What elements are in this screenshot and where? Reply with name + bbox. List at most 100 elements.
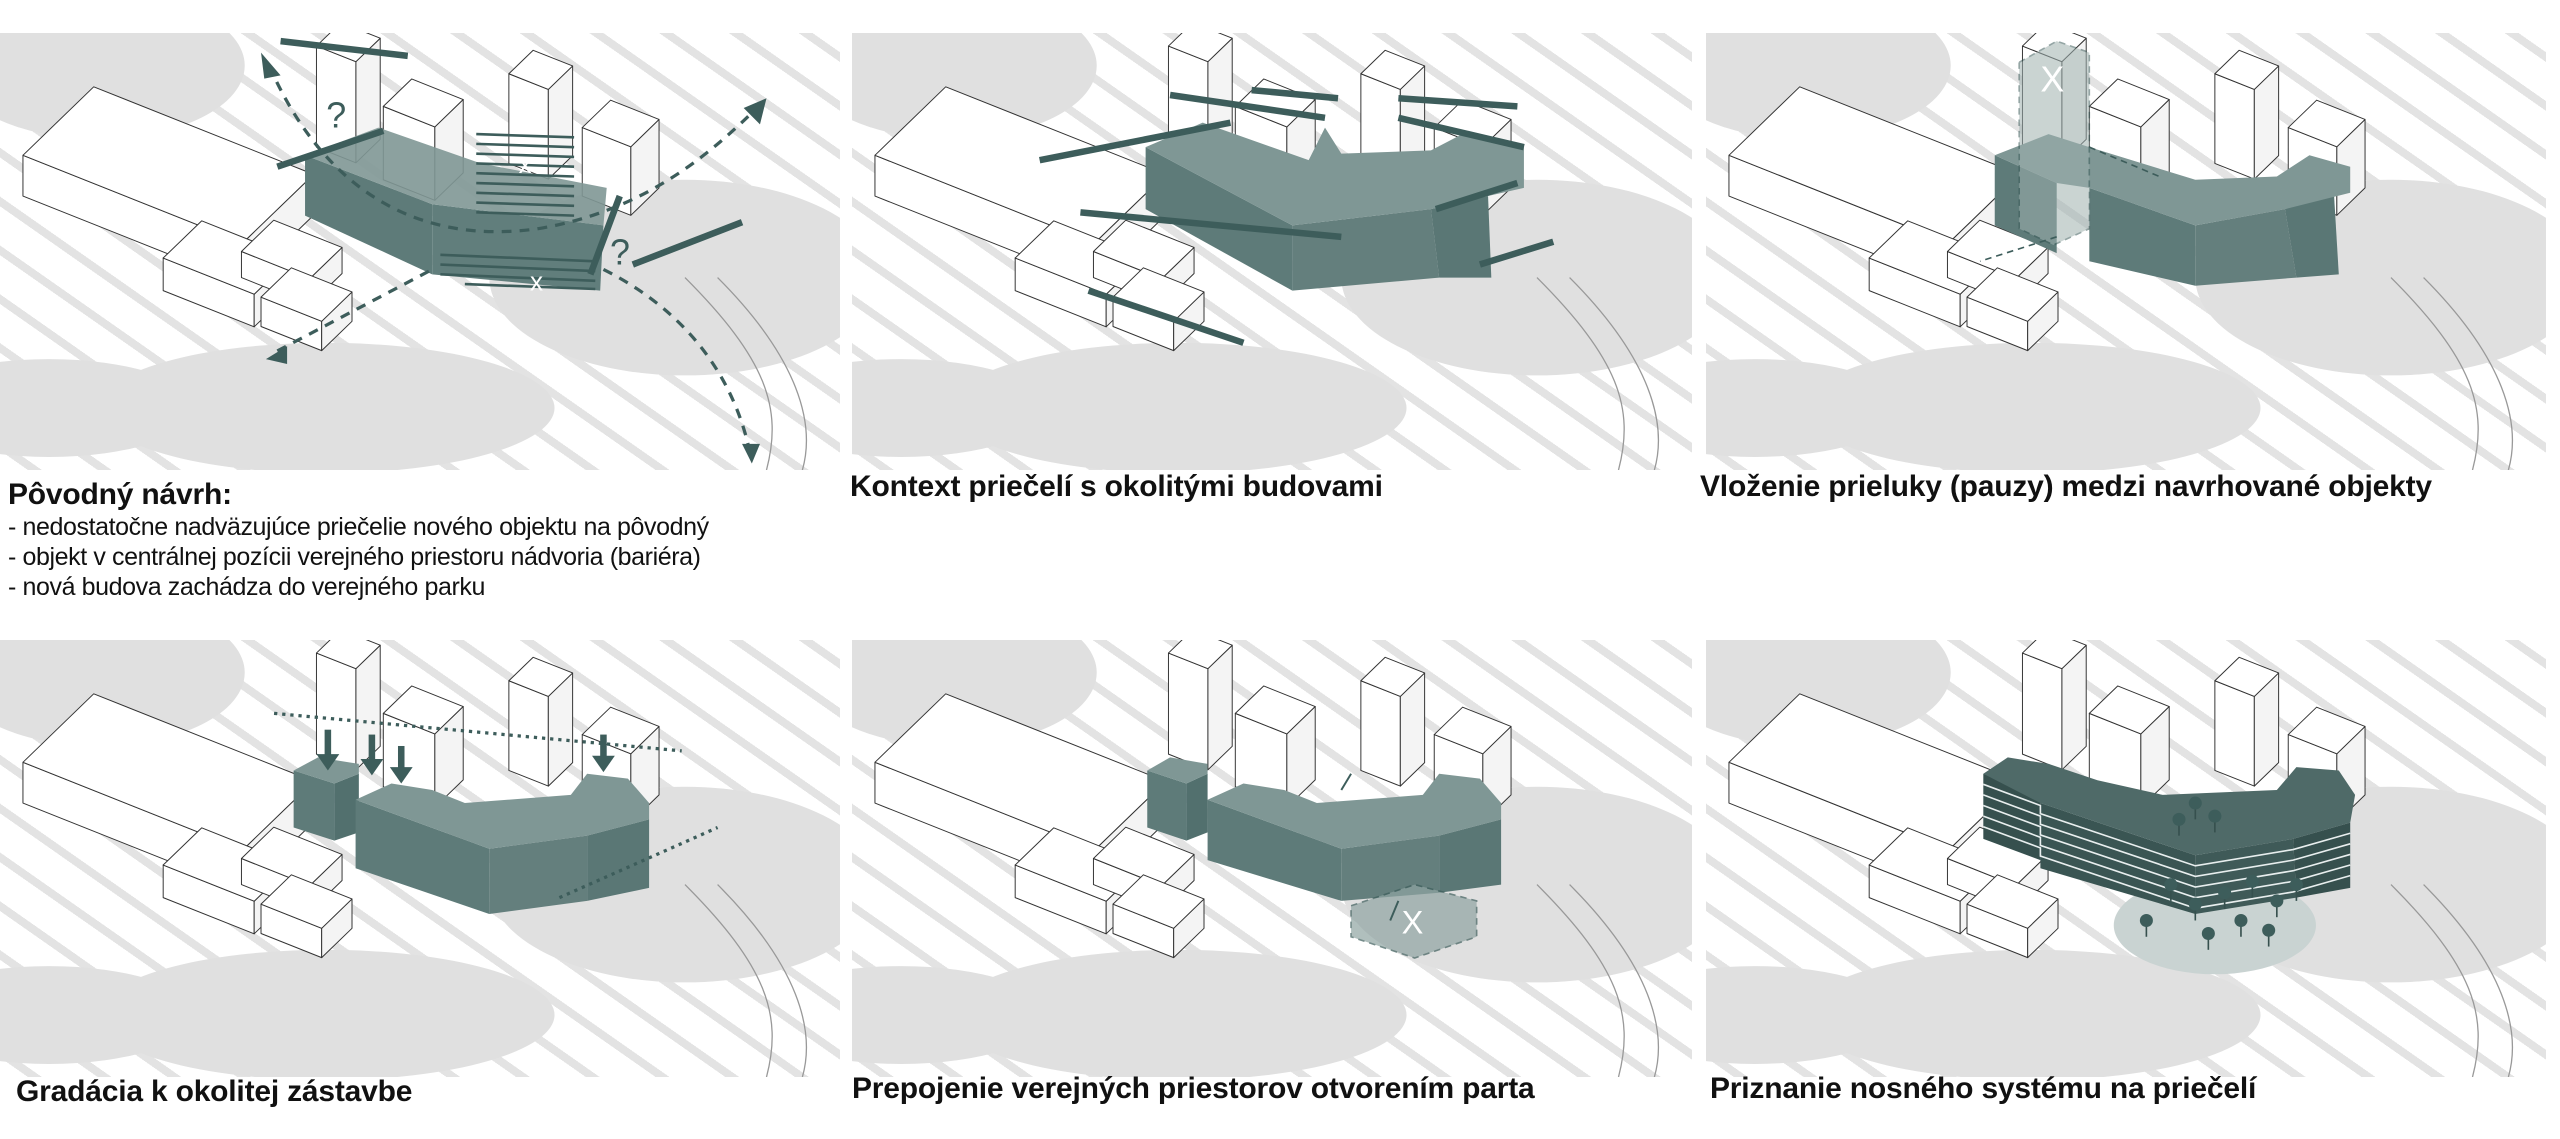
road-edge xyxy=(1536,277,1660,470)
ground-shadow xyxy=(0,33,245,139)
context-building xyxy=(2021,640,2087,771)
ground-shadow xyxy=(950,949,1407,1077)
arrow-head-icon xyxy=(743,98,767,125)
context-building xyxy=(1360,656,1426,787)
bullet-item: - nedostatočne nadväzujúce priečelie nov… xyxy=(8,513,709,541)
floor-slab-lines xyxy=(1983,783,2351,910)
caption-facade-context: Kontext priečelí s okolitými budovami xyxy=(850,470,1383,503)
tree-icon xyxy=(2270,894,2284,908)
bullet-item: - objekt v centrálnej pozícii verejného … xyxy=(8,543,701,571)
axonometric-facade-context xyxy=(852,33,1692,470)
axonometric-original-design: ? ? x x xyxy=(0,33,840,470)
ground-shadow xyxy=(98,949,555,1077)
removed-ground-floor xyxy=(1350,883,1478,959)
road-edge xyxy=(684,884,808,1077)
ground-shadow xyxy=(98,342,555,470)
facade-alignment-lines xyxy=(1039,86,1555,346)
context-building xyxy=(260,267,353,352)
context-building xyxy=(1234,685,1316,808)
tree-icon xyxy=(2245,874,2259,888)
proposed-building xyxy=(1983,757,2356,950)
tree-icon xyxy=(2218,886,2232,900)
road-edge xyxy=(684,277,808,470)
diagram-panel-gap-insertion: X xyxy=(1706,33,2546,470)
ground-shadow xyxy=(1706,640,1951,746)
ground-shadow xyxy=(1804,342,2261,470)
axonometric-structural-system xyxy=(1706,640,2546,1077)
tree-icon xyxy=(2201,926,2215,941)
context-building xyxy=(508,49,574,180)
proposed-building xyxy=(273,711,719,914)
context-building xyxy=(1966,874,2059,959)
diagram-panel-structural-system xyxy=(1706,640,2546,1077)
x-mark-label: x xyxy=(519,149,532,179)
proposed-building xyxy=(1039,86,1555,346)
facade-lines xyxy=(276,37,744,276)
ground-shadow xyxy=(852,966,1048,1064)
tree-icon xyxy=(2289,878,2303,892)
diagram-panel-original-design: ? ? x x xyxy=(0,33,840,470)
arrow-down-icons xyxy=(316,729,615,784)
ground-shadow xyxy=(1706,359,1902,457)
x-mark-label: X xyxy=(2040,60,2064,100)
ground-shadow xyxy=(0,640,245,746)
context-building xyxy=(1966,267,2059,352)
diagram-panel-public-spaces: X xyxy=(852,640,1692,1077)
ground-shadow xyxy=(1706,33,1951,139)
tree-icon xyxy=(2188,897,2202,911)
context-building xyxy=(260,874,353,959)
ground-shadow xyxy=(1706,966,1902,1064)
x-mark-label: x xyxy=(530,267,543,297)
context-building xyxy=(2214,656,2280,787)
ground-shadow xyxy=(852,33,1097,139)
arrow-head-icon xyxy=(742,443,760,464)
caption-public-spaces: Prepojenie verejných priestorov otvorení… xyxy=(852,1072,1535,1105)
context-building xyxy=(382,685,464,808)
tree-icon xyxy=(2234,913,2248,927)
bullet-item: - nová budova zachádza do verejného park… xyxy=(8,573,485,601)
proposed-building: X xyxy=(1147,757,1502,959)
removed-tower xyxy=(2018,40,2091,246)
diagram-panel-facade-context xyxy=(852,33,1692,470)
road-edge xyxy=(2390,277,2514,470)
original-design-description: Pôvodný návrh: - nedostatočne nadväzujúc… xyxy=(8,478,709,602)
proposed-building: X xyxy=(1979,40,2351,286)
caption-original-design: Pôvodný návrh: xyxy=(8,478,232,511)
barrier-hatch xyxy=(440,132,596,291)
axonometric-public-spaces: X xyxy=(852,640,1692,1077)
x-mark-label: X xyxy=(1402,904,1424,941)
trees xyxy=(2139,796,2303,950)
caption-structural-system: Priznanie nosného systému na priečelí xyxy=(1710,1072,2257,1105)
question-mark-label: ? xyxy=(610,233,630,273)
arrow-head-icon xyxy=(261,52,281,79)
caption-gradation: Gradácia k okolitej zástavbe xyxy=(16,1075,413,1108)
tree-icon xyxy=(2188,796,2202,810)
tree-icon xyxy=(2172,812,2186,826)
ground-shadow xyxy=(852,359,1048,457)
ground-shadow xyxy=(0,966,196,1064)
axonometric-gradation xyxy=(0,640,840,1077)
ground-shadow xyxy=(1804,949,2261,1077)
context-building xyxy=(508,656,574,787)
question-mark-label: ? xyxy=(326,96,346,136)
tree-icon xyxy=(2262,923,2276,937)
diagram-panel-gradation xyxy=(0,640,840,1077)
tree-icon xyxy=(2208,809,2222,823)
ground-shadow xyxy=(950,342,1407,470)
ground-shadow xyxy=(0,359,196,457)
tree-icon xyxy=(2164,878,2178,892)
proposed-building: ? ? x x xyxy=(261,37,767,464)
context-building xyxy=(1112,874,1205,959)
road-edge xyxy=(2390,884,2514,1077)
road-edge xyxy=(1536,884,1660,1077)
context-buildings xyxy=(852,640,1692,1077)
arrow-head-icon xyxy=(265,346,288,365)
tree-icon xyxy=(2139,913,2153,927)
ground-shadow xyxy=(852,640,1097,746)
caption-gap-insertion: Vloženie prieluky (pauzy) medzi navrhova… xyxy=(1700,470,2432,503)
axonometric-gap-insertion: X xyxy=(1706,33,2546,470)
context-building xyxy=(2088,685,2170,808)
context-building xyxy=(2214,49,2280,180)
movement-arrows xyxy=(267,64,760,455)
context-building xyxy=(1167,640,1233,771)
